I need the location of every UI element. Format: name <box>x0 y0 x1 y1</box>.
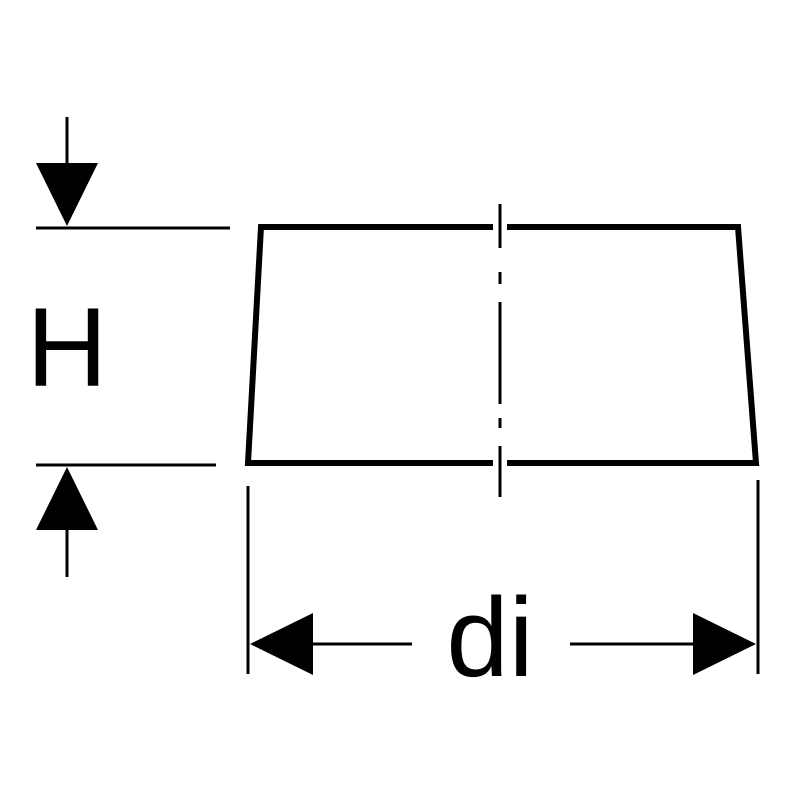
height-arrow-down-icon <box>36 117 98 226</box>
height-label: H <box>27 285 108 410</box>
diameter-label: di <box>446 575 533 700</box>
height-arrow-up-icon <box>36 467 98 577</box>
trapezoid-outline <box>244 224 760 466</box>
center-axis <box>493 204 507 497</box>
diameter-arrow-right-icon <box>570 613 756 675</box>
diameter-arrow-left-icon <box>250 613 412 675</box>
